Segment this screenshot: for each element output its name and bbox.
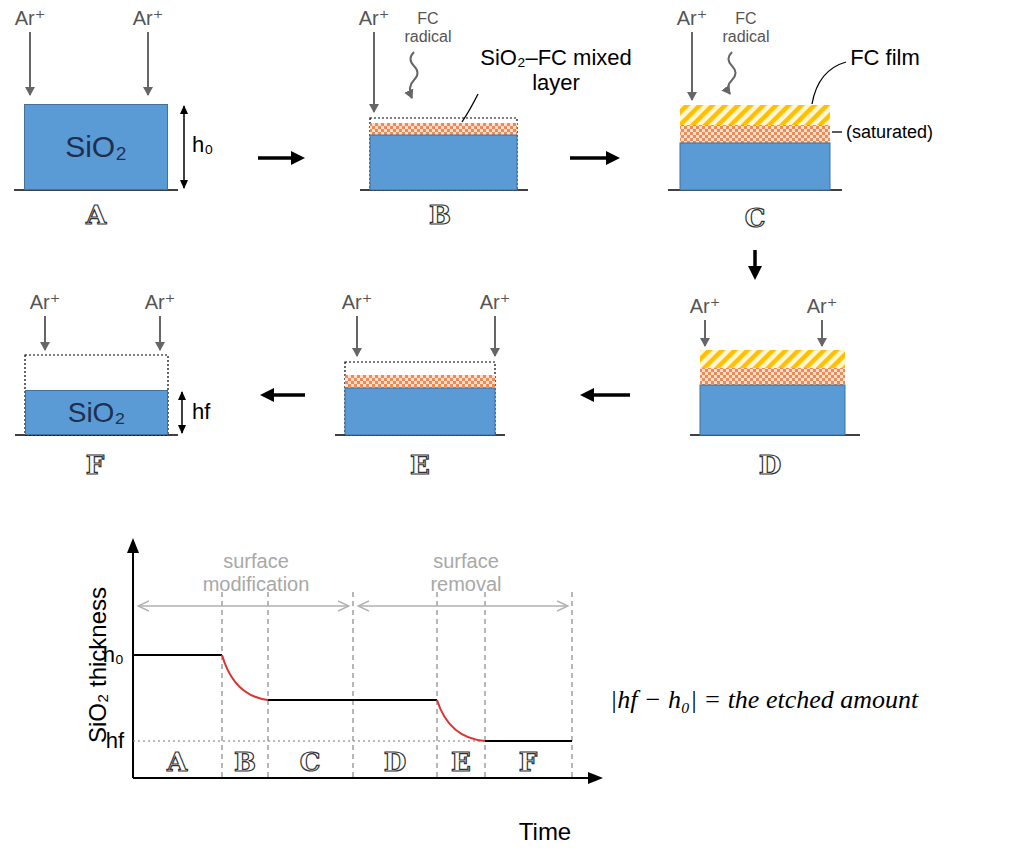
process-step-panel: A SiO₂	[10, 0, 258, 235]
step-arrow	[258, 151, 305, 165]
step-arrow	[570, 151, 620, 165]
annotation-text: SiO₂–FC mixed layer	[476, 45, 636, 96]
arrow-shaft	[590, 393, 630, 397]
arrow-head	[580, 388, 594, 402]
annotation-text: FC radical	[711, 10, 781, 47]
thickness-chart	[127, 538, 603, 784]
arrow-shaft	[270, 393, 305, 397]
phase-letter: C	[300, 749, 321, 775]
annotation-text: surface modification	[191, 550, 321, 596]
phase-letter: D	[384, 749, 407, 775]
arrow-shaft	[753, 250, 757, 270]
sio2-layer-box: SiO₂	[25, 390, 168, 435]
step-letter: B	[429, 202, 451, 228]
process-step-panel: C	[620, 0, 1020, 250]
step-letter: A	[86, 202, 106, 228]
annotation-text: FC radical	[393, 10, 463, 47]
annotation-text: Ar⁺	[145, 291, 176, 314]
material-name: SiO₂	[68, 397, 126, 429]
phase-letter: B	[234, 749, 256, 775]
arrow-head	[291, 151, 305, 165]
step-letter: F	[86, 452, 104, 478]
arrow-head	[606, 151, 620, 165]
step-letter: C	[745, 205, 766, 231]
annotation-text: h₀	[192, 132, 213, 157]
panel-e-art	[335, 316, 505, 435]
phase-letter: A	[167, 749, 187, 775]
step-arrow	[260, 388, 305, 402]
annotation-text: Ar⁺	[133, 7, 164, 30]
annotation-text: Ar⁺	[30, 291, 61, 314]
annotation-text: Ar⁺	[807, 295, 838, 318]
annotation-text: Ar⁺	[690, 295, 721, 318]
arrow-shaft	[570, 156, 610, 160]
panel-c-art	[668, 32, 846, 190]
annotation-text: surface removal	[416, 550, 516, 596]
panel-d-art	[690, 320, 860, 435]
step-letter: D	[759, 452, 782, 478]
panel-f-art	[15, 316, 182, 435]
annotation-text: Ar⁺	[15, 7, 46, 30]
annotation-text: FC film	[850, 45, 920, 70]
phase-letter: E	[451, 749, 471, 775]
step-arrow	[580, 388, 630, 402]
step-letter: E	[410, 452, 430, 478]
annotation-text: Ar⁺	[480, 291, 511, 314]
annotation-text: Ar⁺	[359, 7, 390, 30]
panel-a-art	[14, 32, 184, 190]
axis-title: SiO₂ thickness	[84, 587, 112, 743]
annotation-text: (saturated)	[846, 122, 933, 143]
material-name: SiO₂	[65, 130, 127, 164]
sio2-layer-box: SiO₂	[24, 104, 168, 190]
annotation-text: |hf − h₀| = the etched amount	[610, 685, 918, 715]
phase-letter: F	[519, 749, 537, 775]
arrow-shaft	[258, 156, 295, 160]
step-arrow	[748, 250, 762, 280]
annotation-text: Time	[519, 818, 571, 846]
annotation-text: Ar⁺	[342, 291, 373, 314]
annotation-text: Ar⁺	[677, 7, 708, 30]
annotation-text: hf	[192, 399, 210, 424]
arrow-head	[748, 266, 762, 280]
arrow-head	[260, 388, 274, 402]
